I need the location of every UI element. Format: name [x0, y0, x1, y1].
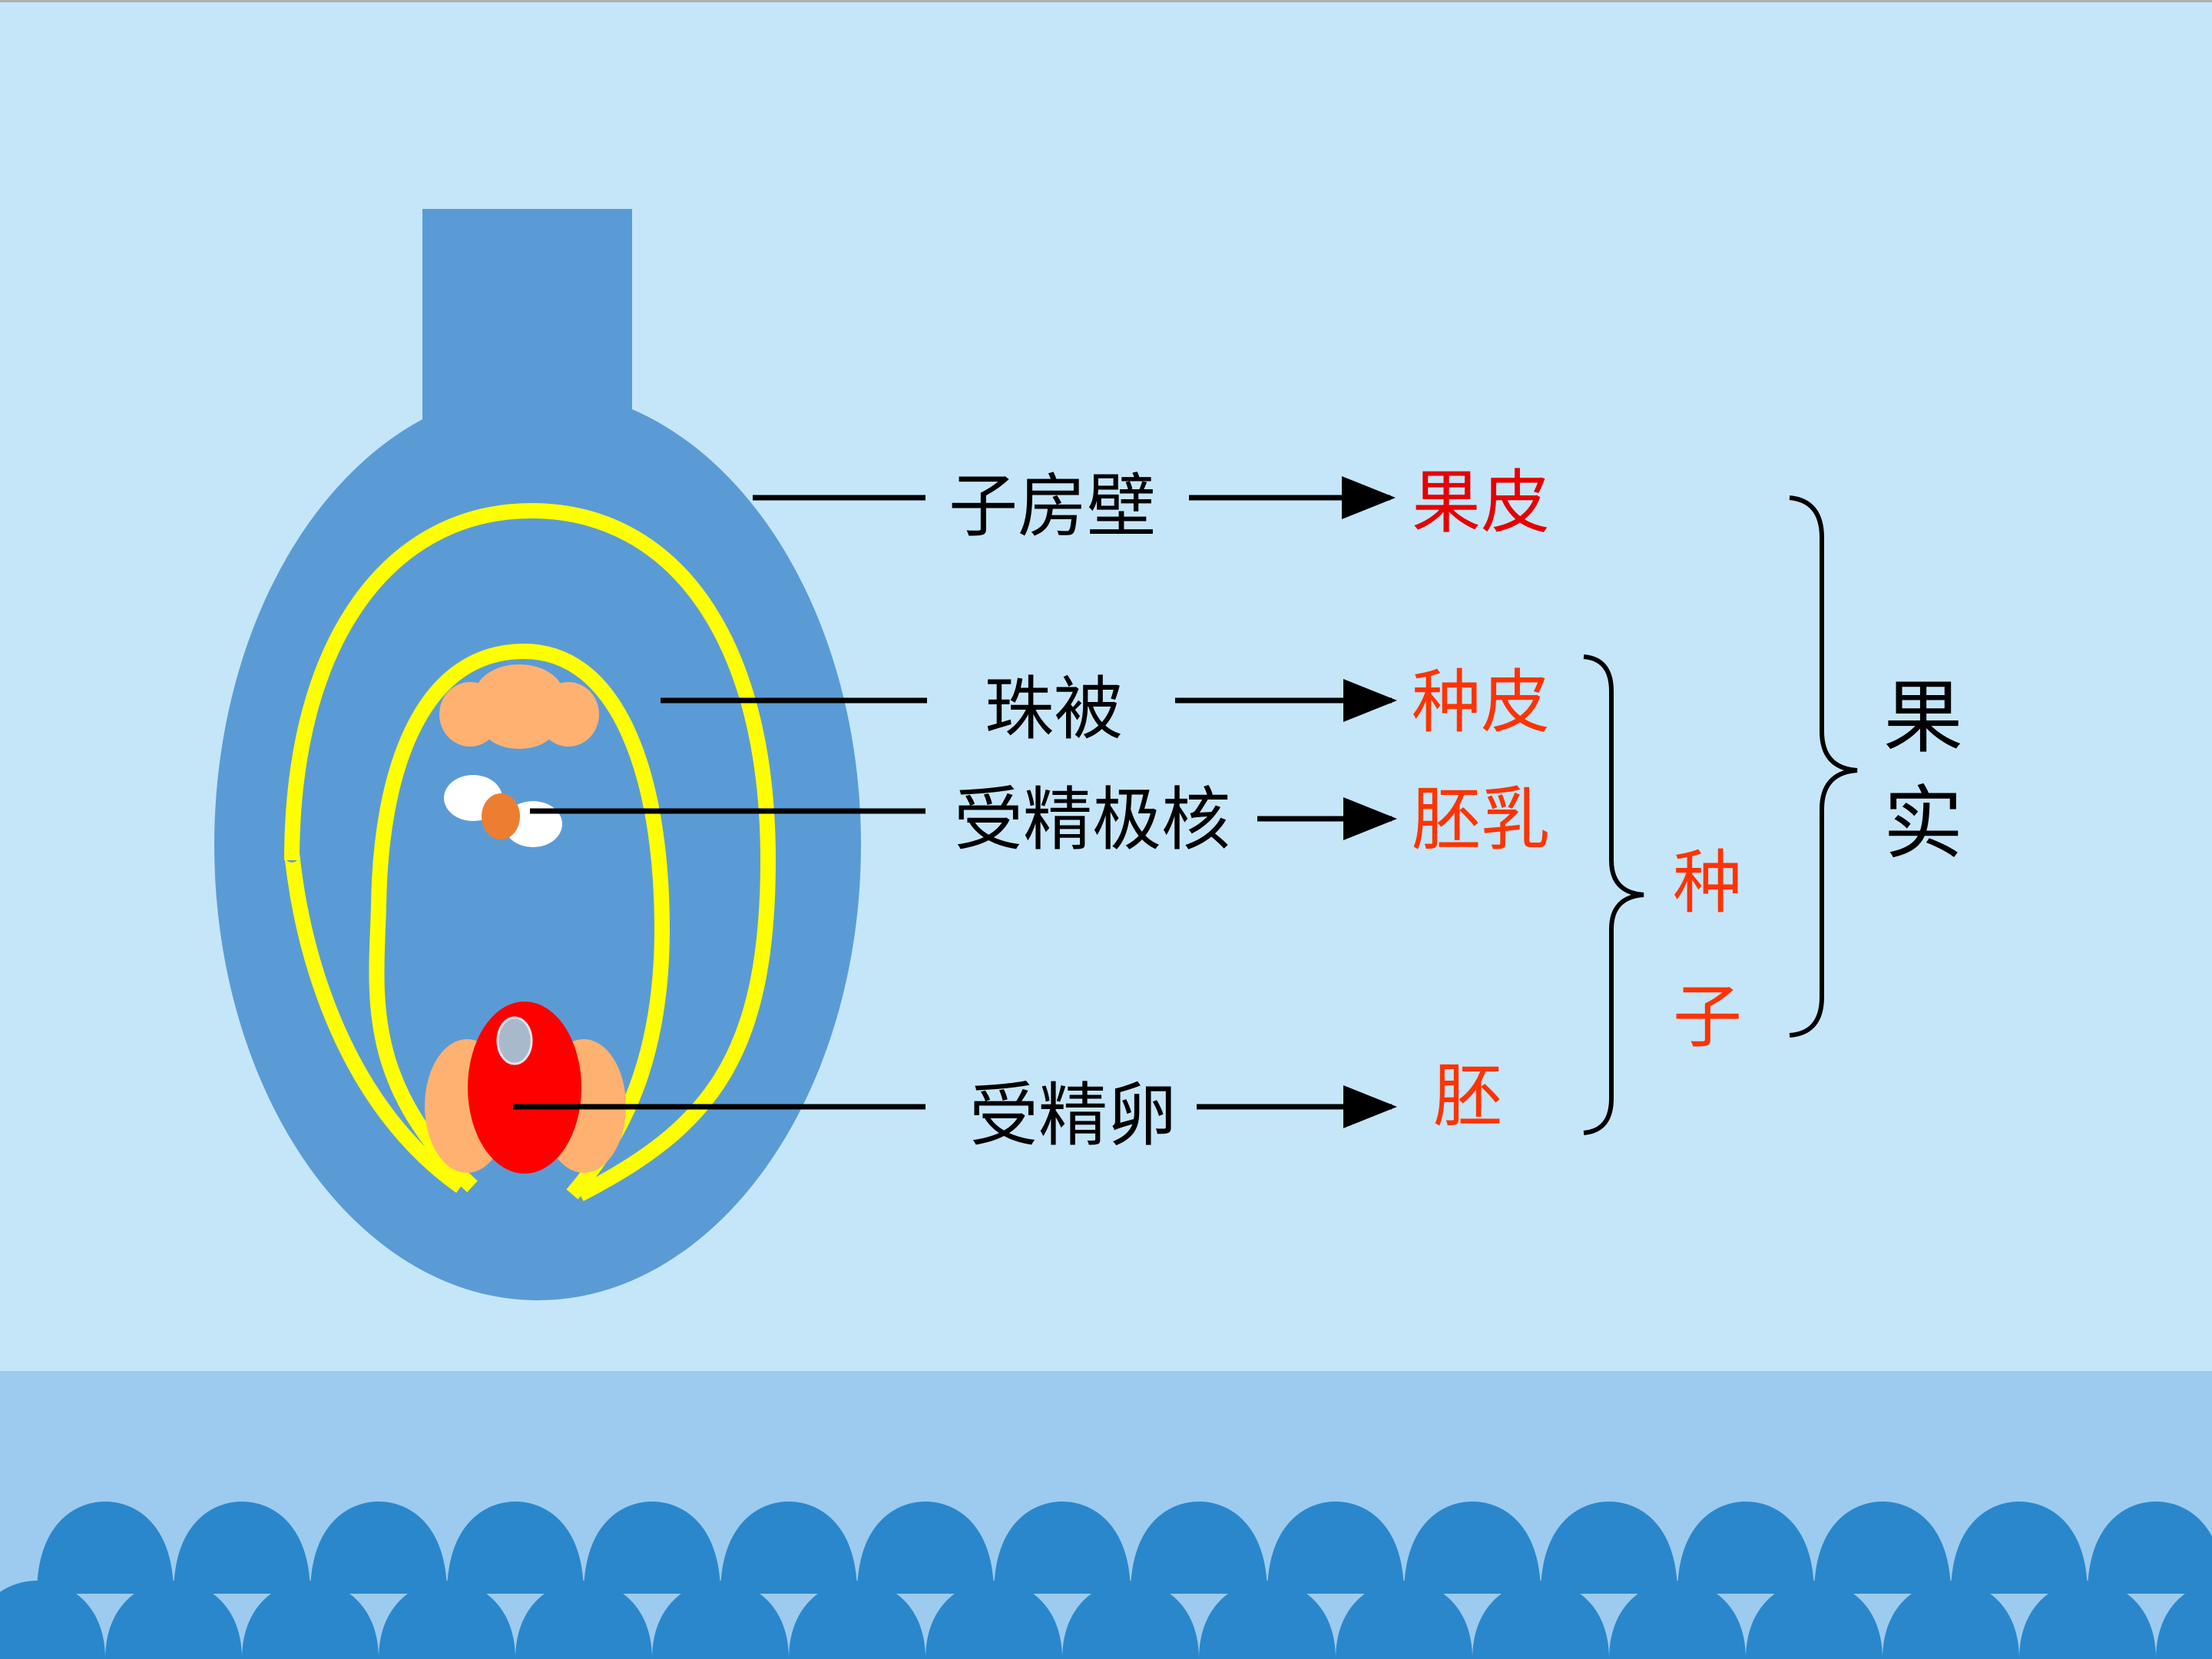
- wave-scallop: [1336, 1581, 1472, 1659]
- wave-scallop: [1472, 1581, 1609, 1659]
- zygote-nucleus: [496, 1016, 533, 1065]
- result-seed-coat: 种皮: [1412, 662, 1550, 743]
- wave-scallop: [1609, 1581, 1746, 1659]
- wave-row-back: [37, 1502, 2212, 1594]
- wave-scallop: [105, 1581, 242, 1659]
- outer-integument: [284, 502, 777, 1201]
- wave-scallop: [720, 1502, 857, 1594]
- seed-label-char-2: 子: [1673, 977, 1742, 1058]
- egg-apparatus: [425, 1002, 626, 1174]
- seed-label-char-1: 种: [1673, 843, 1742, 923]
- wave-scallop: [1814, 1502, 1951, 1594]
- wave-scallop: [1951, 1502, 2088, 1594]
- wave-scallop: [2019, 1581, 2156, 1659]
- wave-scallop: [1404, 1502, 1541, 1594]
- wave-scallop: [37, 1502, 174, 1594]
- wave-scallop: [926, 1581, 1062, 1659]
- label-egg: 受精卵: [969, 1075, 1177, 1156]
- wave-row-front: [0, 1581, 2212, 1659]
- result-pericarp: 果皮: [1412, 462, 1550, 543]
- wave-scallop: [379, 1581, 515, 1659]
- antipodal-cells: [439, 664, 599, 749]
- wave-scallop: [1746, 1581, 1883, 1659]
- wave-scallop: [652, 1581, 789, 1659]
- fruit-label-char-2: 实: [1883, 777, 1963, 870]
- result-endosperm: 胚乳: [1412, 780, 1550, 860]
- wave-scallop: [242, 1581, 379, 1659]
- antipodal-cell: [482, 703, 556, 749]
- wave-scallop: [447, 1502, 584, 1594]
- wave-scallop: [174, 1502, 310, 1594]
- wave-scallop: [2088, 1502, 2212, 1594]
- wave-scallop: [1131, 1502, 1267, 1594]
- fruit-brace: [1789, 495, 1858, 1038]
- wave-scallop: [2156, 1581, 2212, 1659]
- wave-scallop: [1883, 1581, 2019, 1659]
- arrows: [1175, 476, 1397, 1128]
- wave-scallop: [789, 1581, 926, 1659]
- result-embryo: 胚: [1433, 1056, 1502, 1137]
- label-integument: 珠被: [985, 669, 1123, 750]
- wave-scallop: [0, 1581, 105, 1659]
- zygote: [468, 1002, 581, 1174]
- wave-scallop: [1267, 1502, 1404, 1594]
- wave-scallop: [1677, 1502, 1814, 1594]
- wave-scallop: [310, 1502, 447, 1594]
- pointer-lines: [513, 495, 927, 1110]
- wave-scallop: [994, 1502, 1131, 1594]
- top-border: [0, 0, 2212, 2]
- wave-scallop: [1541, 1502, 1677, 1594]
- wave-scallop: [1062, 1581, 1199, 1659]
- label-ovary-wall: 子房壁: [949, 466, 1156, 547]
- wave-scallop: [584, 1502, 720, 1594]
- label-polar-nuclei: 受精极核: [954, 780, 1230, 860]
- sperm-nucleus: [482, 793, 520, 839]
- inner-integument: [369, 643, 671, 1200]
- seed-brace: [1583, 654, 1644, 1135]
- wave-scallop: [857, 1502, 994, 1594]
- wave-scallop: [1199, 1581, 1336, 1659]
- fruit-label-char-1: 果: [1883, 671, 1963, 764]
- wave-scallop: [515, 1581, 652, 1659]
